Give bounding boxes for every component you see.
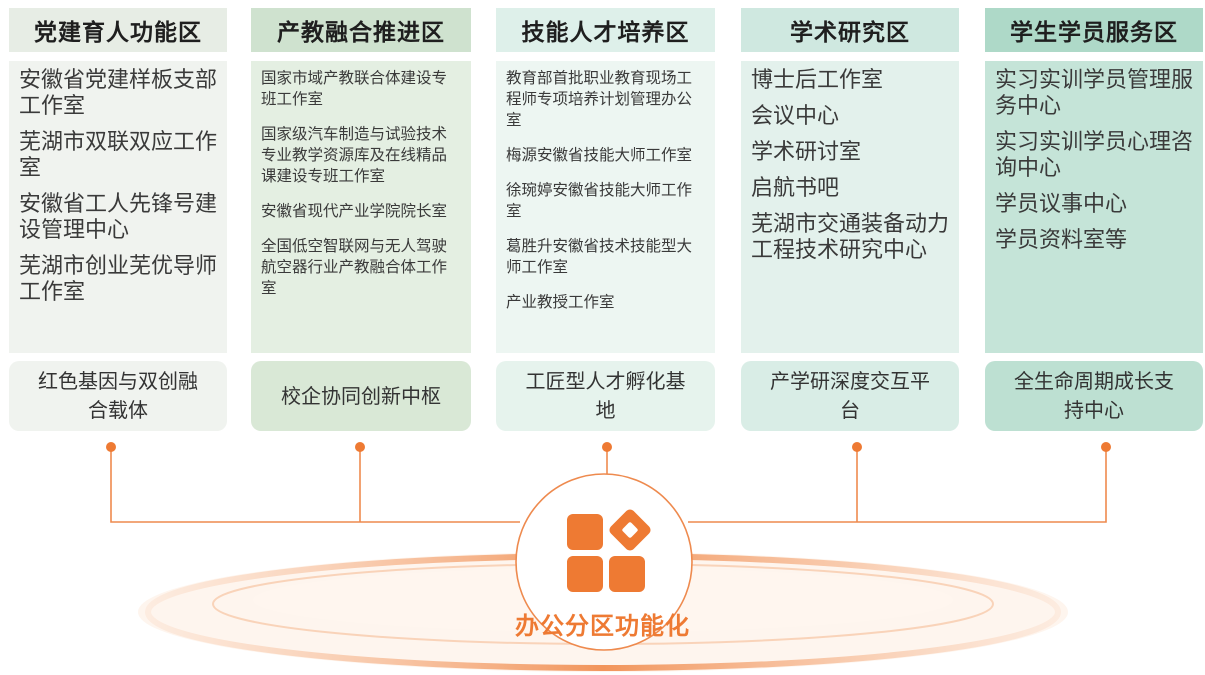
zone-item: 学员资料室等	[995, 228, 1128, 253]
zone-footer: 校企协同创新中枢	[251, 361, 471, 431]
zone-item: 梅源安徽省技能大师工作室	[506, 146, 693, 164]
zone-item: 安徽省党建样板支部工作室	[19, 68, 218, 119]
connector-dot-2	[355, 442, 365, 452]
zone-skills-training: 技能人才培养区 教育部首批职业教育现场工程师专项培养计划管理办公室 梅源安徽省技…	[496, 8, 715, 431]
zone-header: 党建育人功能区	[9, 8, 227, 52]
zone-item: 国家级汽车制造与试验技术专业教学资源库及在线精品课建设专班工作室	[261, 125, 448, 185]
zone-item: 徐琬婷安徽省技能大师工作室	[506, 181, 693, 220]
hub-icon	[567, 509, 651, 592]
zone-item: 国家市域产教联合体建设专班工作室	[261, 69, 448, 108]
zone-header: 技能人才培养区	[496, 8, 715, 52]
zone-item: 学员议事中心	[995, 192, 1128, 217]
zone-item: 博士后工作室	[751, 68, 884, 93]
zone-items: 实习实训学员管理服务中心 实习实训学员心理咨询中心 学员议事中心 学员资料室等	[985, 61, 1203, 353]
zone-item: 芜湖市创业芜优导师工作室	[19, 254, 218, 305]
connector-dot-5	[1101, 442, 1111, 452]
zone-header: 产教融合推进区	[251, 8, 471, 52]
zone-footer: 产学研深度交互平台	[741, 361, 959, 431]
zone-items: 国家市域产教联合体建设专班工作室 国家级汽车制造与试验技术专业教学资源库及在线精…	[251, 61, 471, 353]
zone-item: 葛胜升安徽省技术技能型大师工作室	[506, 237, 693, 276]
zone-items: 博士后工作室 会议中心 学术研讨室 启航书吧 芜湖市交通装备动力工程技术研究中心	[741, 61, 959, 353]
zone-item: 实习实训学员心理咨询中心	[995, 130, 1194, 181]
zone-footer: 红色基因与双创融合载体	[9, 361, 227, 431]
connector-line-1	[110, 447, 520, 523]
zone-academic-research: 学术研究区 博士后工作室 会议中心 学术研讨室 启航书吧 芜湖市交通装备动力工程…	[741, 8, 959, 431]
zone-item: 产业教授工作室	[506, 293, 615, 311]
zone-item: 芜湖市双联双应工作室	[19, 130, 218, 181]
zone-item: 会议中心	[751, 104, 840, 129]
connector-dot-1	[106, 442, 116, 452]
zone-item: 安徽省现代产业学院院长室	[261, 202, 448, 220]
connector-line-5	[688, 447, 1107, 523]
zone-footer: 全生命周期成长支持中心	[985, 361, 1203, 431]
zone-item: 学术研讨室	[751, 140, 862, 165]
zone-items: 安徽省党建样板支部工作室 芜湖市双联双应工作室 安徽省工人先锋号建设管理中心 芜…	[9, 61, 227, 353]
zone-item: 实习实训学员管理服务中心	[995, 68, 1194, 119]
zone-item: 启航书吧	[751, 176, 840, 201]
connector-dot-3	[602, 442, 612, 452]
zone-header: 学生学员服务区	[985, 8, 1203, 52]
zone-footer: 工匠型人才孵化基地	[496, 361, 715, 431]
zone-party-building: 党建育人功能区 安徽省党建样板支部工作室 芜湖市双联双应工作室 安徽省工人先锋号…	[9, 8, 227, 431]
zone-item: 全国低空智联网与无人驾驶航空器行业产教融合体工作室	[261, 237, 448, 297]
zone-item: 安徽省工人先锋号建设管理中心	[19, 192, 218, 243]
zone-item: 芜湖市交通装备动力工程技术研究中心	[751, 212, 950, 263]
zone-student-services: 学生学员服务区 实习实训学员管理服务中心 实习实训学员心理咨询中心 学员议事中心…	[985, 8, 1203, 431]
zone-items: 教育部首批职业教育现场工程师专项培养计划管理办公室 梅源安徽省技能大师工作室 徐…	[496, 61, 715, 353]
zone-item: 教育部首批职业教育现场工程师专项培养计划管理办公室	[506, 69, 693, 129]
zone-header: 学术研究区	[741, 8, 959, 52]
hub-title: 办公分区功能化	[515, 612, 690, 640]
zone-industry-education: 产教融合推进区 国家市域产教联合体建设专班工作室 国家级汽车制造与试验技术专业教…	[251, 8, 471, 431]
connector-dot-4	[852, 442, 862, 452]
hub-circle	[515, 473, 693, 651]
